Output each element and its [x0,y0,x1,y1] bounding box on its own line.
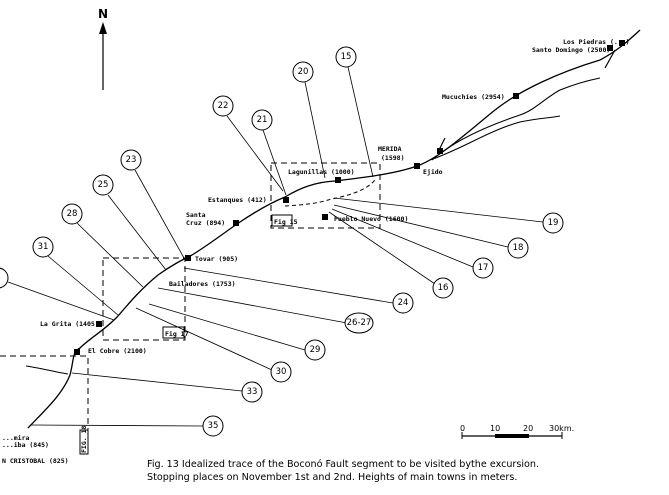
dashed-trace [284,179,376,207]
stop-2: 2 [0,267,9,289]
stop-circle [270,361,292,383]
stop-number: 16 [438,283,449,293]
north-arrow-icon: N [98,7,108,90]
stop-circle [335,46,357,68]
stop-markers: 22 21 20 15 23 25 28 31 2 19 18 17 16 24 26-27 29 30 33 35 [0,46,564,437]
town-label: Santa [186,211,206,219]
town-label: Los Piedras (...) [563,38,630,46]
stop-16: 16 [432,277,454,299]
stop-circle [251,109,273,131]
stop-17: 17 [472,257,494,279]
stop-15: 15 [335,46,357,68]
stop-23: 23 [120,149,142,171]
fault-trace [27,29,641,429]
stop-24: 24 [392,292,414,314]
stop-circle [304,339,326,361]
stop-circle [120,149,142,171]
stop-number: 18 [513,243,524,253]
fig-17-label: Fig 17 [165,330,189,338]
town-markers [74,40,625,355]
stop-21: 21 [251,109,273,131]
town-label: La Grita (1405) [40,320,99,328]
stop-20: 20 [292,61,314,83]
stop-30: 30 [270,361,292,383]
stop-number: 35 [208,421,219,431]
town-label: Estanques (412) [208,196,267,204]
town-label: Pueblo Nuevo (1600) [334,215,408,223]
stop-number: 26-27 [347,318,372,328]
stop-circle [432,277,454,299]
caption-line-2: Stopping places on November 1st and 2nd.… [147,472,517,483]
town-label: Mucuchíes (2954) [442,93,505,101]
leader-lines [7,66,544,427]
stop-number: 21 [257,115,268,125]
north-label: N [98,7,108,21]
stop-18: 18 [507,237,529,259]
stop-25: 25 [92,174,114,196]
town-label: Tovar (905) [195,255,238,263]
stop-number: 25 [98,180,109,190]
stop-31: 31 [32,236,54,258]
fig-15-label: Fig 15 [274,218,298,226]
stop-circle [61,203,83,225]
stop-number: 33 [247,387,258,397]
scale-tick: 20 [523,424,533,433]
stop-circle [292,61,314,83]
figure-boxes [0,162,381,455]
town-label: Santo Domingo (2500) [532,46,610,54]
stop-circle [507,237,529,259]
town-label: (1598) [381,154,404,162]
stop-circle [0,267,9,289]
stop-circle [202,415,224,437]
stop-circle [542,212,564,234]
stop-number: 2 [0,273,1,283]
scale-bar: 0 10 20 30km. [460,424,574,439]
fault-branch [429,115,561,161]
scale-tick: 0 [460,424,465,433]
town-label: El Cobre (2100) [88,347,147,355]
stop-26-27: 26-27 [344,312,374,334]
fault-branch-west [25,365,69,375]
town-label: MERIDA [378,145,402,153]
caption-line-1: Fig. 13 Idealized trace of the Boconó Fa… [147,458,539,470]
town-label: Bailadores (1753) [169,280,236,288]
stop-22: 22 [212,95,234,117]
stop-number: 15 [341,52,352,62]
stop-19: 19 [542,212,564,234]
scale-tick: 10 [490,424,500,433]
stop-number: 30 [276,367,287,377]
stop-circle [344,312,374,334]
stop-circle [472,257,494,279]
stop-number: 29 [310,345,321,355]
town-label: N CRISTOBAL (825) [2,457,69,465]
town-label: Cruz (894) [186,219,225,227]
stop-circle [92,174,114,196]
stop-number: 20 [298,67,309,77]
stop-29: 29 [304,339,326,361]
town-label: ...iba (845) [2,441,49,449]
stop-28: 28 [61,203,83,225]
stop-number: 24 [398,298,409,308]
stop-number: 31 [38,242,49,252]
stop-circle [241,381,263,403]
fig-18-label: FIG. 18 [80,426,88,453]
stop-number: 28 [67,209,78,219]
town-label: Ejido [423,168,443,176]
arrow [604,49,616,69]
stop-circle [212,95,234,117]
stop-number: 17 [478,263,489,273]
stop-number: 19 [548,218,559,228]
stop-circle [392,292,414,314]
stop-number: 22 [218,101,229,111]
stop-circle [32,236,54,258]
town-label: Lagunillas (1000) [288,168,355,176]
town-label: ...mira [2,434,29,442]
scale-tick: 30km. [549,424,574,433]
stop-number: 23 [126,155,137,165]
stop-35: 35 [202,415,224,437]
fault-branch [431,77,601,161]
stop-33: 33 [241,381,263,403]
